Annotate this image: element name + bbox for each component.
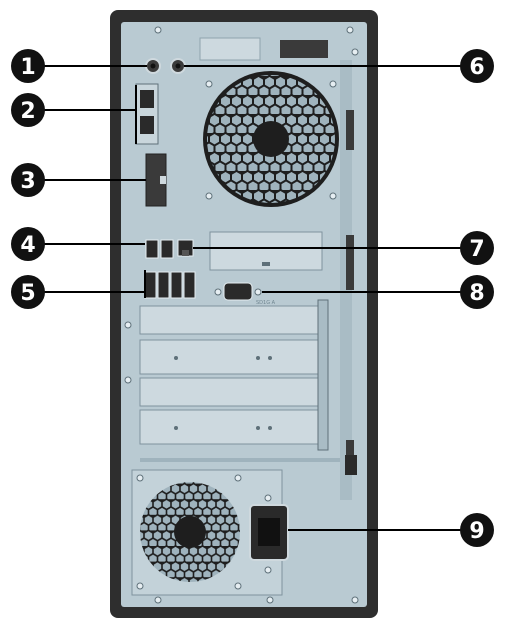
usb-port-group-upper (145, 239, 174, 259)
expansion-slots (139, 305, 319, 445)
callout-number: 2 (20, 99, 35, 124)
callout-number: 8 (469, 281, 484, 306)
displayport-2 (140, 116, 154, 134)
callout-number: 7 (469, 237, 484, 262)
usb-port (145, 239, 159, 259)
usb-port (170, 271, 183, 299)
serial-port: SD1G A (214, 282, 276, 306)
expansion-slot (139, 305, 319, 335)
callouts: 1 2 3 4 5 6 7 8 9 (11, 49, 494, 547)
top-latch (280, 40, 328, 58)
callout-badge (11, 93, 45, 127)
usb-port-group-lower (144, 271, 196, 299)
usb-port (160, 239, 174, 259)
displayport-1 (140, 90, 154, 108)
panel-screws (124, 26, 359, 604)
main-fan (203, 71, 339, 207)
callout-badge (11, 49, 45, 83)
callout-badge (460, 275, 494, 309)
callout-badge (460, 513, 494, 547)
callout-badge (11, 227, 45, 261)
callout-badge (460, 231, 494, 265)
callout-number: 4 (20, 233, 35, 258)
power-supply (131, 469, 289, 596)
audio-jacks (145, 58, 186, 74)
displayport-stack (135, 83, 159, 145)
usb-port (157, 271, 170, 299)
top-label-area (199, 37, 261, 61)
expansion-slot (139, 339, 319, 375)
callout-badge (11, 163, 45, 197)
lower-panel-divider (140, 458, 340, 462)
usb-port (183, 271, 196, 299)
expansion-slot (139, 409, 319, 445)
expansion-slot (139, 377, 319, 407)
serial-port-caption: SD1G A (256, 300, 276, 306)
callout-number: 1 (20, 55, 35, 80)
callout-number: 6 (469, 55, 484, 80)
callout-badge (11, 275, 45, 309)
leader-lines (40, 65, 466, 531)
slot-retention-bar (317, 299, 329, 451)
usb-port (144, 271, 157, 299)
callout-number: 3 (20, 169, 35, 194)
callout-number: 5 (20, 281, 35, 306)
callout-number: 9 (469, 519, 484, 544)
lock-slot (345, 455, 357, 475)
callout-badge (460, 49, 494, 83)
